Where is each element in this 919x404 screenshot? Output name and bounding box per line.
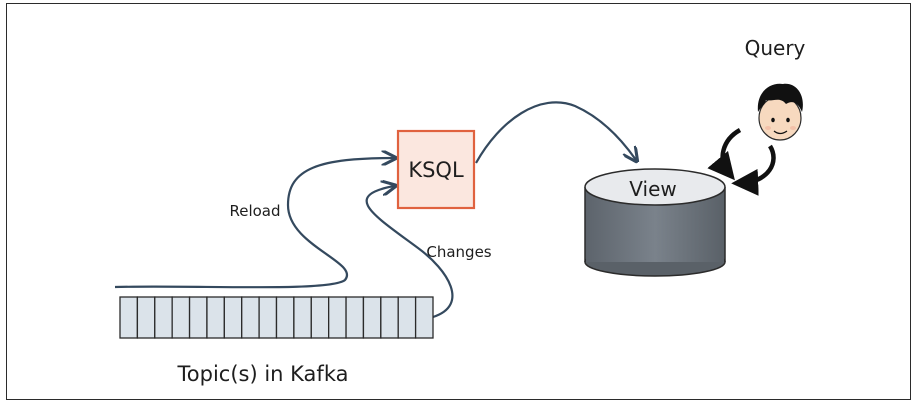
topic-cell [223,296,243,339]
query-label: Query [745,36,806,60]
topic-cell [206,296,225,339]
view-label: View [629,177,676,201]
topic-cell [188,296,208,339]
topic-label: Topic(s) in Kafka [177,362,349,386]
topic-cell [362,296,382,339]
topic-cell [345,296,365,339]
changes-arrow [365,186,454,319]
topic-cell [154,296,173,339]
reload-arrow [114,158,394,289]
view-cylinder: View [584,168,726,277]
user-face-icon [757,83,803,141]
topic-cell [275,296,295,339]
ksql-to-view-arrow [475,101,636,163]
topic-cell [241,296,260,339]
topic-cell [397,296,417,339]
changes-label: Changes [426,243,491,261]
topic-queue [119,296,434,339]
topic-cell [136,296,156,339]
refresh-cycle-icon [707,128,776,196]
topic-cell [171,296,191,339]
topic-cell [380,296,399,339]
topic-cell [258,296,278,339]
reload-label: Reload [229,202,280,220]
topic-cell [414,296,434,339]
ksql-box: KSQL [396,129,476,210]
topic-cell [119,296,139,339]
topic-cell [328,296,347,339]
topic-cell [293,296,312,339]
ksql-label: KSQL [408,158,464,182]
topic-cell [310,296,330,339]
